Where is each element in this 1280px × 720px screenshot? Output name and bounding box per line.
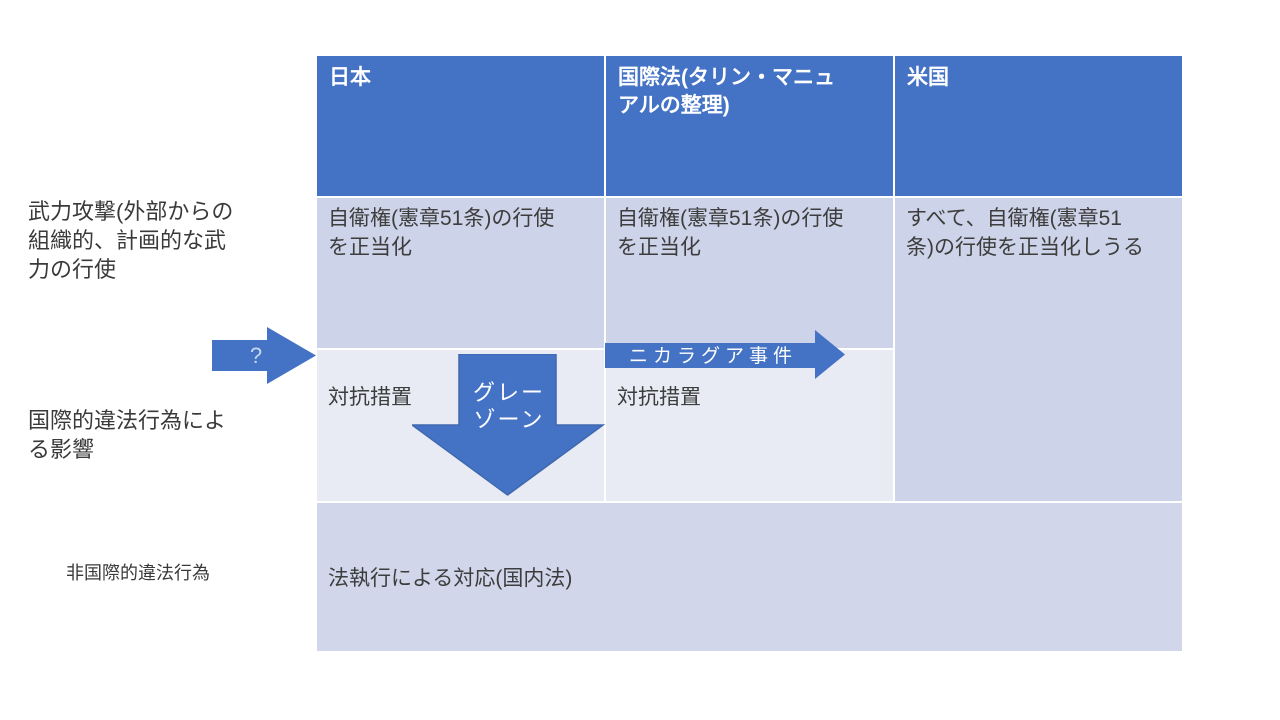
row-label-wrongful-act: 国際的違法行為による影響 — [28, 408, 227, 462]
nicaragua-arrow: ニカラグア事件 — [605, 330, 845, 379]
cell-law-enforcement: 法執行による対応(国内法) — [317, 503, 1182, 651]
question-arrow-label: ? — [250, 343, 262, 368]
gray-zone-label-line1: グレー — [473, 380, 545, 405]
row-label-armed-attack: 武力攻撃(外部からの組織的、計画的な武力の行使 — [28, 199, 234, 282]
header-cell-us: 米国 — [895, 56, 1182, 196]
nicaragua-arrow-label: ニカラグア事件 — [629, 345, 797, 367]
row-label-non-international: 非国際的違法行為 — [66, 563, 210, 583]
header-cell-intl-law: 国際法(タリン・マニュアルの整理) — [606, 56, 893, 196]
gray-zone-arrow: グレー ゾーン — [412, 354, 605, 496]
cell-intl-countermeasures: 対抗措置 — [606, 350, 893, 501]
law-enforcement-text: 法執行による対応(国内法) — [328, 567, 573, 590]
header-cell-japan: 日本 — [317, 56, 604, 196]
cell-intl-armed-attack: 自衛権(憲章51条)の行使を正当化 — [606, 198, 893, 348]
question-arrow: ? — [212, 327, 316, 384]
nicaragua-arrow-shape — [605, 330, 845, 379]
question-arrow-shape — [212, 327, 316, 384]
cell-us-armed-attack-merged: すべて、自衛権(憲章51条)の行使を正当化しうる — [895, 198, 1182, 501]
cell-japan-armed-attack: 自衛権(憲章51条)の行使を正当化 — [317, 198, 604, 348]
gray-zone-label-line2: ゾーン — [474, 407, 545, 432]
gray-zone-arrow-shape — [412, 354, 605, 496]
